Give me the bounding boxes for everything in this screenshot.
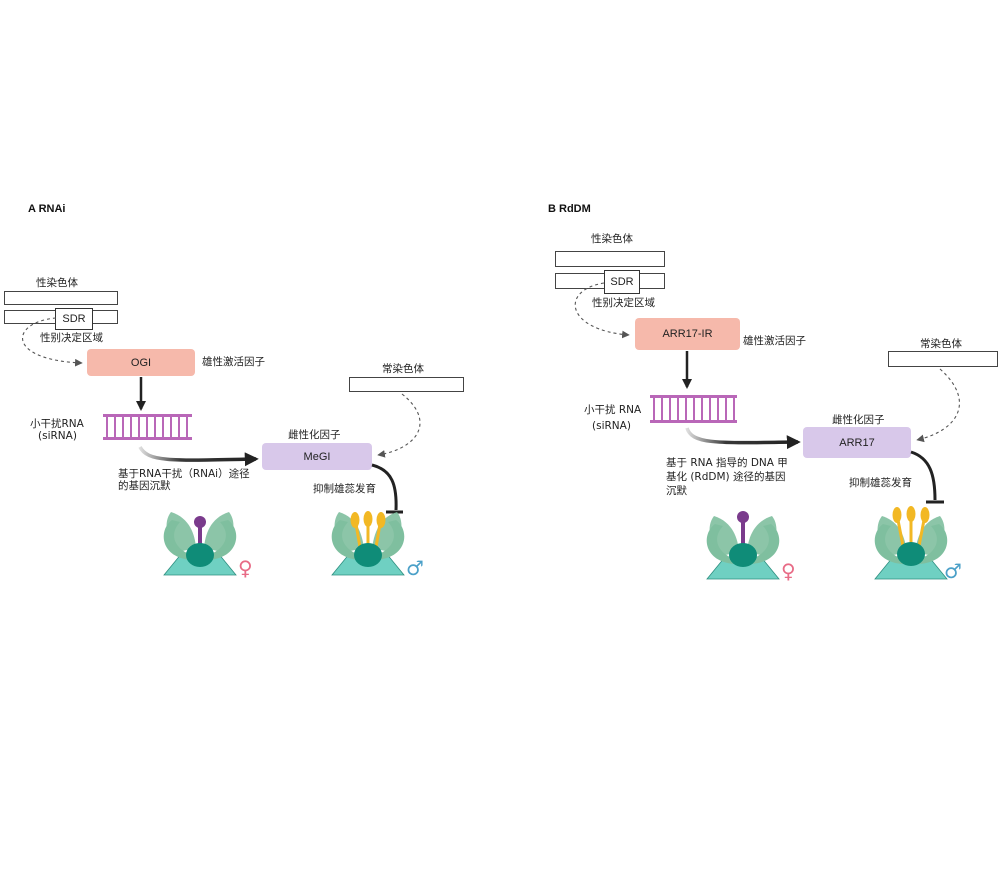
panel-b-arr17ir-box: ARR17-IR <box>635 318 740 350</box>
panel-a-sex-chromosome-upper <box>4 291 118 305</box>
panel-a-autosome-to-megi-arrow <box>377 393 421 458</box>
panel-b-male-symbol: ♂ <box>944 559 962 583</box>
panel-a-male-flower <box>331 511 405 576</box>
panel-a-sex-chromosome-label: 性染色体 <box>36 277 78 289</box>
panel-a-megi-inhibition-line <box>371 463 398 511</box>
panel-b-feminizing-factor-label: 雌性化因子 <box>832 414 885 426</box>
panel-a-sdr-box: SDR <box>55 308 93 330</box>
panel-b-female-flower <box>706 511 780 580</box>
panel-b-sdr-label: 性别决定区域 <box>592 297 655 309</box>
panel-a-feminizing-factor-label: 雌性化因子 <box>288 429 341 441</box>
panel-a-sirna-to-megi-arrow <box>138 446 259 467</box>
panel-b-male-activator-label: 雄性激活因子 <box>743 335 806 347</box>
panel-a-silencing-label-2: 的基因沉默 <box>118 480 171 492</box>
panel-b-sirna-to-arr17-arrow <box>685 427 801 450</box>
panel-b-autosome-to-arr17-arrow <box>916 368 960 443</box>
panel-b-title: B RdDM <box>548 203 591 215</box>
panel-a-male-activator-label: 雄性激活因子 <box>202 356 265 368</box>
panel-a-megi-box: MeGI <box>262 443 372 470</box>
panel-b-sex-chromosome-upper <box>555 251 665 267</box>
panel-a-autosome-label: 常染色体 <box>382 363 424 375</box>
panel-b-sdr-to-arr17ir-arrow <box>574 282 630 339</box>
panel-b-methylation-label-2: 基化 (RdDM) 途径的基因 <box>666 471 786 483</box>
panel-a-autosome-bar <box>349 377 464 392</box>
panel-b-suppress-label: 抑制雄蕊发育 <box>849 477 912 489</box>
panel-b-methylation-label-1: 基于 RNA 指导的 DNA 甲 <box>666 457 788 469</box>
panel-b-sirna-label-1: 小干扰 RNA <box>584 404 642 416</box>
panel-a-sdr-to-ogi-arrow <box>21 317 83 367</box>
panel-b-sirna-label-2: (siRNA) <box>592 420 631 432</box>
panel-a-ogi-box: OGI <box>87 349 195 376</box>
panel-b-sex-chromosome-label: 性染色体 <box>591 233 633 245</box>
panel-a-title: A RNAi <box>28 203 66 215</box>
panel-b-sirna-ladder <box>650 395 737 423</box>
panel-b-male-flower <box>874 506 948 580</box>
panel-a-sdr-label: 性别决定区域 <box>40 332 103 344</box>
panel-b-sdr-box: SDR <box>604 270 640 294</box>
panel-b-arr17-inhibition-line <box>910 450 937 501</box>
panel-b-autosome-label: 常染色体 <box>920 338 962 350</box>
panel-a-sirna-label-1: 小干扰RNA <box>30 418 84 430</box>
panel-a-sirna-label-2: (siRNA) <box>38 430 77 442</box>
panel-a-female-flower <box>163 512 237 576</box>
panel-a-male-symbol: ♂ <box>406 556 424 580</box>
panel-b-arr17-box: ARR17 <box>803 427 911 458</box>
panel-a-female-symbol: ♀ <box>238 556 253 580</box>
panel-a-suppress-label: 抑制雄蕊发育 <box>313 483 376 495</box>
panel-a-sirna-ladder <box>103 414 192 440</box>
panel-b-methylation-label-3: 沉默 <box>666 485 687 497</box>
panel-b-autosome-bar <box>888 351 998 367</box>
panel-a-silencing-label-1: 基于RNA干扰（RNAi）途径 <box>118 468 250 480</box>
panel-b-female-symbol: ♀ <box>781 559 796 583</box>
